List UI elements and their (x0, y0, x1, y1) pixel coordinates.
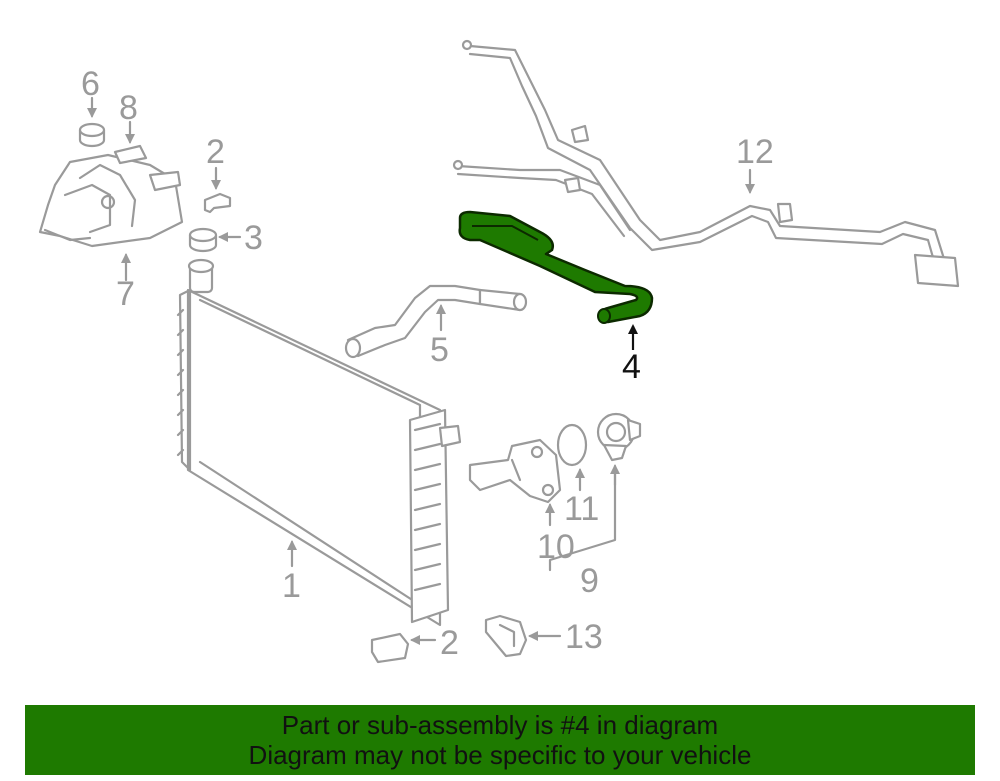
callout-13: 13 (565, 618, 603, 656)
cap-6 (78, 122, 106, 148)
banner-line-1: Part or sub-assembly is #4 in diagram (281, 710, 719, 740)
parts-diagram: 1 7 6 8 2 3 5 (38, 39, 960, 664)
sensor (484, 614, 528, 658)
callout-5: 5 (430, 331, 449, 369)
clip-bottom (370, 632, 410, 664)
callout-12: 12 (736, 133, 774, 171)
callout-2b: 2 (440, 624, 459, 662)
pressure-cap (188, 227, 218, 253)
thermostat-housing (468, 438, 562, 504)
cooler-lines (452, 39, 960, 288)
callout-4: 4 (622, 348, 641, 386)
clip-top (203, 192, 232, 214)
callout-11: 11 (564, 490, 599, 528)
callout-7: 7 (116, 275, 135, 313)
hose-4-highlighted (458, 210, 654, 324)
callout-6: 6 (81, 65, 100, 103)
callout-1: 1 (282, 567, 301, 605)
info-banner: Part or sub-assembly is #4 in diagram Di… (25, 705, 975, 775)
radiator (176, 258, 462, 627)
callout-9: 9 (580, 562, 599, 600)
thermostat (596, 412, 642, 462)
hose-5 (344, 284, 528, 359)
coolant-reservoir (38, 144, 184, 248)
gasket (556, 423, 588, 467)
callout-3: 3 (244, 219, 263, 257)
callout-2a: 2 (206, 133, 225, 171)
callout-8: 8 (119, 89, 138, 127)
banner-line-2: Diagram may not be specific to your vehi… (248, 740, 752, 770)
callout-10: 10 (537, 528, 575, 566)
